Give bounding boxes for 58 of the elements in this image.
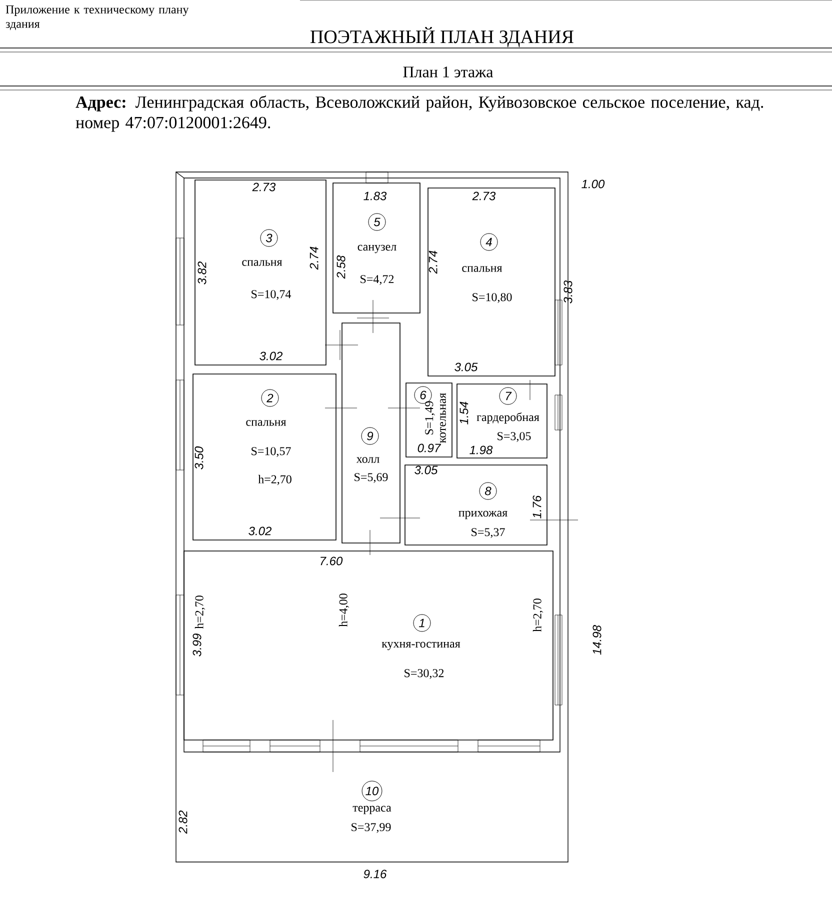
room-label: S=4,72 bbox=[360, 275, 394, 285]
room-label: S=10,74 bbox=[252, 290, 292, 300]
room-number: 10 bbox=[362, 780, 382, 802]
dimension-label: 3.82 bbox=[198, 262, 206, 284]
room-label: прихожая bbox=[458, 510, 508, 520]
dimension-label: 2.74 bbox=[428, 250, 438, 274]
dimension-label: 9.16 bbox=[364, 870, 387, 878]
room-number: 3 bbox=[260, 229, 278, 247]
height-label: h=2,70 bbox=[532, 598, 544, 632]
dimension-label: 0.97 bbox=[418, 444, 442, 452]
room-label: S=3,05 bbox=[498, 432, 531, 442]
room-number: 1 bbox=[413, 614, 431, 632]
room-number: 2 bbox=[261, 389, 279, 407]
dimension-label: 2.73 bbox=[472, 192, 496, 200]
height-label: h=2,70 bbox=[194, 596, 206, 629]
room-number: 4 bbox=[480, 233, 498, 251]
dimension-label: 3.05 bbox=[454, 362, 478, 372]
room-number: 8 bbox=[479, 482, 497, 500]
dimension-label: 3.02 bbox=[248, 526, 272, 536]
room-label: S=10,80 bbox=[472, 293, 512, 303]
dimension-label: 2.82 bbox=[178, 810, 188, 834]
room-label: кухня-гостиная bbox=[382, 642, 460, 650]
dimension-label: 14.98 bbox=[592, 625, 602, 655]
header-note: Приложение к техническому плану здания bbox=[6, 6, 189, 30]
room-label: спальня bbox=[242, 260, 282, 266]
room-label: S=37,99 bbox=[352, 823, 391, 833]
dimension-label: 3.50 bbox=[194, 446, 204, 470]
room-number: 5 bbox=[368, 213, 386, 231]
room-label: спальня bbox=[462, 266, 502, 272]
dimension-label: 2.73 bbox=[252, 182, 276, 192]
room-label: S=5,69 bbox=[354, 473, 388, 483]
height-label: h=2,70 bbox=[258, 474, 292, 486]
room-label: холл bbox=[356, 457, 380, 463]
dimension-label: 7.60 bbox=[320, 556, 343, 566]
dimension-label: 1.54 bbox=[460, 402, 468, 424]
room-label: гардеробная bbox=[476, 412, 540, 424]
address: Адрес: Ленинградская область, Всеволожский район, Куйвозовское сельское поселение, кад. номер 47:07:0120001:2649. bbox=[76, 96, 764, 132]
page-title: ПОЭТАЖНЫЙ ПЛАН ЗДАНИЯ bbox=[310, 26, 574, 48]
room-label: S=5,37 bbox=[472, 528, 505, 538]
room-label: S=30,32 bbox=[404, 669, 444, 679]
dimension-label: 1.98 bbox=[470, 446, 493, 454]
room-label: котельная bbox=[440, 393, 446, 443]
dimension-label: 1.00 bbox=[582, 180, 605, 188]
room-label: спальня bbox=[246, 420, 286, 426]
dimension-label: 2.74 bbox=[310, 246, 318, 270]
dimension-label: 3.99 bbox=[192, 634, 202, 656]
subtitle: План 1 этажа bbox=[403, 66, 494, 78]
dimension-label: 3.02 bbox=[260, 352, 282, 360]
room-number: 9 bbox=[361, 427, 379, 445]
dimension-label: 1.83 bbox=[364, 192, 387, 200]
height-label: h=4,00 bbox=[338, 594, 350, 627]
dimension-label: 1.76 bbox=[532, 495, 542, 518]
room-label: S=10,57 bbox=[252, 447, 291, 457]
dimension-label: 2.58 bbox=[336, 255, 346, 279]
room-label: санузел bbox=[358, 244, 396, 254]
room-number: 7 bbox=[499, 387, 517, 405]
room-label: терраса bbox=[352, 806, 392, 814]
dimension-label: 3.05 bbox=[414, 466, 438, 474]
